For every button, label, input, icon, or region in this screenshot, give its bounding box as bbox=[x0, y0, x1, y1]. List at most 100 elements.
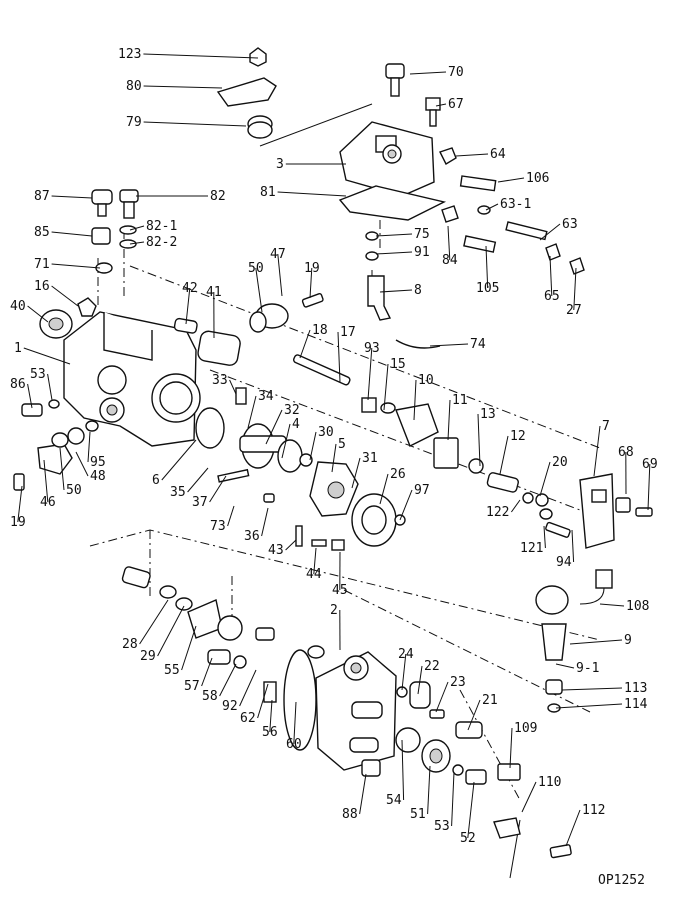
callout-92: 92 bbox=[222, 669, 257, 714]
part-number-label: 105 bbox=[476, 281, 499, 296]
part-number-label: 106 bbox=[526, 171, 549, 186]
part-number-label: 75 bbox=[414, 227, 430, 242]
leader-line-64 bbox=[455, 153, 489, 157]
leader-line-57 bbox=[201, 657, 213, 687]
callout-110: 110 bbox=[521, 775, 561, 813]
leader-line-50b bbox=[59, 447, 65, 491]
leader-line-21 bbox=[467, 699, 481, 731]
callout-8: 8 bbox=[379, 283, 422, 298]
callout-46: 46 bbox=[40, 459, 56, 510]
callout-85: 85 bbox=[34, 225, 93, 240]
callout-93: 93 bbox=[364, 341, 380, 401]
leader-line-8 bbox=[379, 289, 413, 293]
leader-line-16 bbox=[51, 285, 79, 307]
callout-86: 86 bbox=[10, 377, 33, 409]
leader-line-55 bbox=[181, 625, 197, 671]
leader-line-121 bbox=[543, 525, 546, 549]
part-number-label: 109 bbox=[514, 721, 537, 736]
fuel-inlet-group bbox=[91, 47, 277, 274]
part-number-label: 13 bbox=[480, 407, 496, 422]
part-number-label: 79 bbox=[126, 115, 142, 130]
part-number-label: 74 bbox=[470, 337, 486, 352]
leader-line-94 bbox=[571, 529, 575, 563]
leader-line-52 bbox=[467, 781, 475, 839]
callout-64: 64 bbox=[455, 147, 506, 162]
callout-63: 63 bbox=[539, 217, 578, 241]
leader-line-4 bbox=[281, 423, 291, 459]
part-number-label: 71 bbox=[34, 257, 50, 272]
part-number-label: 57 bbox=[184, 679, 200, 694]
part-number-label: 43 bbox=[268, 543, 284, 558]
callout-26: 26 bbox=[379, 467, 406, 505]
callout-44: 44 bbox=[306, 547, 322, 582]
callout-112: 112 bbox=[565, 803, 605, 847]
part-number-label: 54 bbox=[386, 793, 402, 808]
leader-line-53b bbox=[451, 771, 455, 827]
leader-line-6 bbox=[161, 439, 197, 481]
leader-line-93 bbox=[367, 347, 373, 401]
callout-9: 9 bbox=[569, 633, 632, 648]
part-number-label: 22 bbox=[424, 659, 440, 674]
callout-10: 10 bbox=[413, 373, 434, 421]
callout-50: 50 bbox=[248, 261, 264, 313]
leader-line-86 bbox=[27, 383, 33, 409]
leader-line-123 bbox=[143, 53, 259, 59]
right-bracket bbox=[579, 473, 653, 549]
leader-line-80 bbox=[143, 85, 223, 89]
callout-57: 57 bbox=[184, 657, 213, 694]
callout-53b: 53 bbox=[434, 771, 455, 834]
leader-line-28 bbox=[139, 599, 169, 645]
part-number-label: 68 bbox=[618, 445, 634, 460]
callout-63-1: 63-1 bbox=[485, 197, 531, 212]
callout-6: 6 bbox=[152, 439, 197, 488]
part-number-label: 18 bbox=[312, 323, 328, 338]
leader-line-47 bbox=[277, 253, 283, 297]
leader-line-81 bbox=[277, 191, 347, 197]
part-number-label: 35 bbox=[170, 485, 186, 500]
leader-line-19 bbox=[309, 267, 313, 299]
part-number-label: 95 bbox=[90, 455, 106, 470]
part-number-label: 11 bbox=[452, 393, 468, 408]
part-number-label: 73 bbox=[210, 519, 226, 534]
callout-113: 113 bbox=[561, 681, 647, 696]
part-number-label: 40 bbox=[10, 299, 26, 314]
part-number-label: 60 bbox=[286, 737, 302, 752]
callout-87: 87 bbox=[34, 189, 93, 204]
callout-43: 43 bbox=[268, 539, 297, 558]
plunger-group bbox=[249, 293, 571, 538]
callout-35: 35 bbox=[170, 467, 209, 500]
leader-line-54 bbox=[401, 739, 405, 801]
part-number-label: 45 bbox=[332, 583, 348, 598]
leader-line-53 bbox=[47, 373, 53, 401]
callout-106: 106 bbox=[497, 171, 549, 186]
part-number-label: 94 bbox=[556, 555, 572, 570]
leader-line-70 bbox=[409, 71, 447, 75]
callout-11: 11 bbox=[447, 393, 468, 441]
cover-gasket bbox=[338, 185, 447, 221]
part-number-label: 46 bbox=[40, 495, 56, 510]
callout-74: 74 bbox=[429, 337, 486, 352]
part-number-label: 93 bbox=[364, 341, 380, 356]
callout-79: 79 bbox=[126, 115, 247, 130]
leader-line-110 bbox=[521, 781, 537, 813]
part-number-label: 9-1 bbox=[576, 661, 599, 676]
callout-82: 82 bbox=[136, 189, 226, 204]
callout-34: 34 bbox=[247, 389, 274, 429]
part-number-label: 10 bbox=[418, 373, 434, 388]
leader-line-92 bbox=[239, 669, 257, 707]
callout-31: 31 bbox=[351, 451, 378, 489]
callout-68: 68 bbox=[618, 445, 634, 495]
part-number-label: 91 bbox=[414, 245, 430, 260]
callout-51: 51 bbox=[410, 765, 431, 822]
leader-line-42 bbox=[185, 287, 191, 325]
part-number-label: 12 bbox=[510, 429, 526, 444]
leader-line-9 bbox=[569, 639, 623, 645]
callout-95: 95 bbox=[87, 431, 106, 470]
callout-60: 60 bbox=[286, 701, 302, 752]
part-number-label: 3 bbox=[276, 157, 284, 172]
part-number-label: 21 bbox=[482, 693, 498, 708]
part-number-label: 80 bbox=[126, 79, 142, 94]
leader-line-9-1 bbox=[555, 663, 575, 669]
